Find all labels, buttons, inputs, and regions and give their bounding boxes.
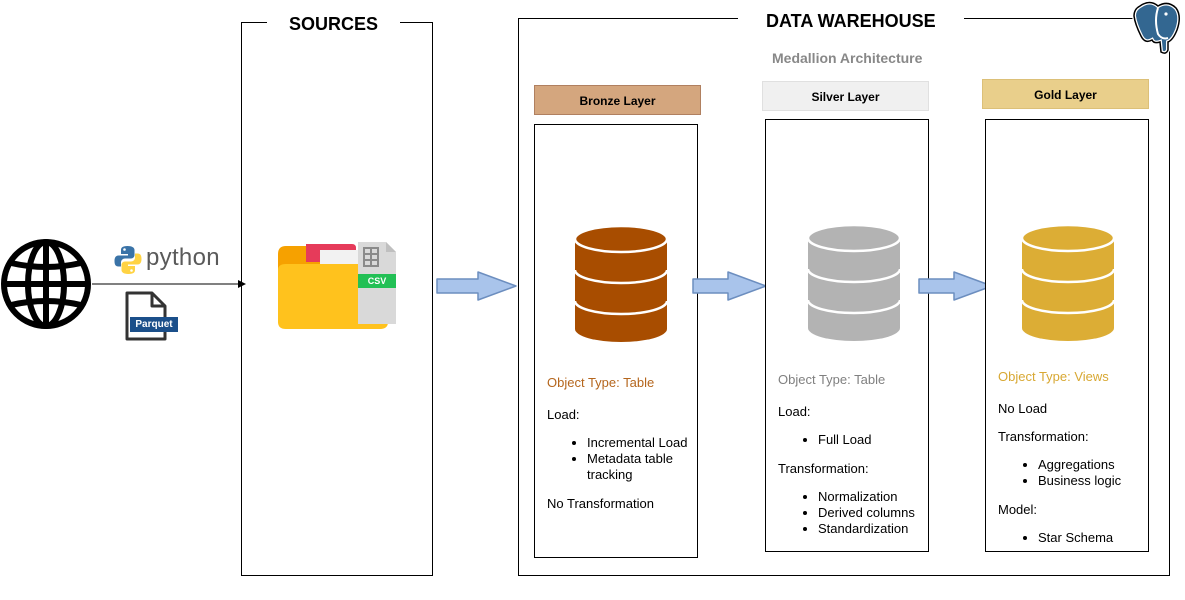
- list-item: Normalization: [818, 489, 922, 505]
- bronze-no-transformation: No Transformation: [547, 496, 654, 511]
- list-item: Incremental Load: [587, 435, 691, 451]
- python-logo-icon: [114, 246, 142, 274]
- silver-transformation-list: Normalization Derived columns Standardiz…: [778, 489, 922, 537]
- gold-object-type: Object Type: Views: [998, 369, 1109, 384]
- python-label: python: [146, 244, 220, 271]
- parquet-badge: Parquet: [130, 317, 178, 332]
- silver-layer-box: Object Type: Table Load: Full Load Trans…: [765, 119, 929, 552]
- list-item: Standardization: [818, 521, 922, 537]
- list-item: Aggregations: [1038, 457, 1142, 473]
- arrow-silver-to-gold: [918, 271, 993, 301]
- silver-layer-header: Silver Layer: [762, 81, 929, 111]
- csv-label: CSV: [367, 276, 387, 286]
- silver-transformation-label: Transformation:: [778, 461, 869, 476]
- arrow-bronze-to-silver: [692, 271, 767, 301]
- bronze-load-label: Load:: [547, 407, 580, 422]
- medallion-subtitle: Medallion Architecture: [772, 50, 923, 66]
- gold-transformation-label: Transformation:: [998, 429, 1089, 444]
- list-item: Metadata table tracking: [587, 451, 691, 483]
- gold-transformation-list: Aggregations Business logic: [998, 457, 1142, 489]
- parquet-file-icon: Parquet: [124, 290, 180, 342]
- csv-folder-icon: [278, 242, 396, 329]
- gold-layer-box: Object Type: Views No Load Transformatio…: [985, 119, 1149, 552]
- bronze-load-list: Incremental Load Metadata table tracking: [547, 435, 691, 483]
- silver-object-type: Object Type: Table: [778, 372, 886, 387]
- list-item: Star Schema: [1038, 530, 1142, 546]
- bronze-layer-header: Bronze Layer: [534, 85, 701, 115]
- sources-title: SOURCES: [267, 14, 401, 34]
- gold-database-icon: [1020, 223, 1116, 341]
- silver-load-list: Full Load: [778, 432, 922, 448]
- globe-icon: [1, 239, 91, 329]
- gold-model-list: Star Schema: [998, 530, 1142, 546]
- list-item: Business logic: [1038, 473, 1142, 489]
- gold-model-label: Model:: [998, 502, 1038, 517]
- silver-load-label: Load:: [778, 404, 811, 419]
- postgresql-elephant-icon: [1131, 0, 1182, 56]
- bronze-database-icon: [573, 224, 669, 342]
- list-item: Full Load: [818, 432, 922, 448]
- gold-layer-header: Gold Layer: [982, 79, 1149, 109]
- list-item: Derived columns: [818, 505, 922, 521]
- bronze-object-type: Object Type: Table: [547, 375, 655, 390]
- silver-database-icon: [806, 223, 902, 341]
- bronze-layer-box: Object Type: Table Load: Incremental Loa…: [534, 124, 698, 558]
- source-connector-arrow: [92, 280, 246, 288]
- arrow-sources-to-bronze: [436, 271, 517, 301]
- data-warehouse-title: DATA WAREHOUSE: [738, 11, 964, 31]
- gold-no-load: No Load: [998, 401, 1048, 416]
